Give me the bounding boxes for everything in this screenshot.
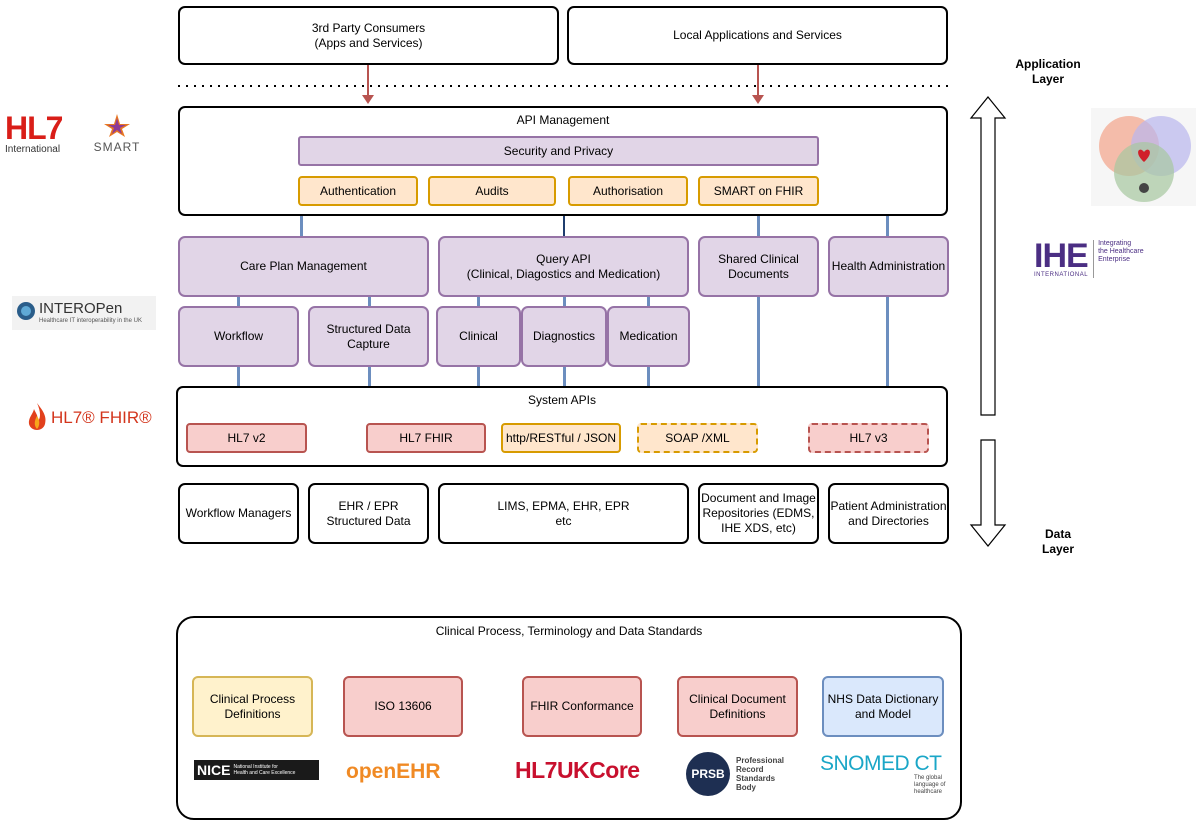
- smart-star-icon: [104, 114, 130, 137]
- connector: [300, 215, 303, 237]
- document-repositories-box: Document and Image Repositories (EDMS, I…: [698, 483, 819, 544]
- third-party-consumers-box: 3rd Party Consumers (Apps and Services): [178, 6, 559, 65]
- shared-clinical-documents-box: Shared Clinical Documents: [698, 236, 819, 297]
- clinical-document-definitions-box: Clinical Document Definitions: [677, 676, 798, 737]
- hl7-fhir-box: HL7 FHIR: [366, 423, 486, 453]
- venn-logo: [1091, 108, 1196, 206]
- audits-box: Audits: [428, 176, 556, 206]
- hl7-uk-core-logo: HL7UKCore: [515, 757, 640, 783]
- data-layer-label: Data Layer: [1041, 527, 1075, 556]
- query-api-box: Query API (Clinical, Diagostics and Medi…: [438, 236, 689, 297]
- medication-box: Medication: [607, 306, 690, 367]
- lims-epma-box: LIMS, EPMA, EHR, EPR etc: [438, 483, 689, 544]
- workflow-managers-box: Workflow Managers: [178, 483, 299, 544]
- care-plan-management-box: Care Plan Management: [178, 236, 429, 297]
- connector: [237, 366, 240, 388]
- health-administration-box: Health Administration: [828, 236, 949, 297]
- smart-logo: SMART: [84, 112, 150, 153]
- snomed-tagline: The global language of healthcare: [914, 775, 946, 795]
- soap-xml-box: SOAP /XML: [637, 423, 758, 453]
- ihe-logo: IHE INTERNATIONAL Integrating the Health…: [1034, 237, 1144, 278]
- iso-13606-box: ISO 13606: [343, 676, 463, 737]
- local-applications-box: Local Applications and Services: [567, 6, 948, 65]
- authorisation-box: Authorisation: [568, 176, 688, 206]
- hl7-v2-box: HL7 v2: [186, 423, 307, 453]
- standards-title: Clinical Process, Terminology and Data S…: [435, 624, 703, 638]
- hl7-international-logo: HL7 International: [5, 110, 63, 155]
- hl7-v3-box: HL7 v3: [808, 423, 929, 453]
- connector: [886, 296, 889, 388]
- connector: [757, 215, 760, 237]
- prsb-logo: PRSB Professional Record Standards Body: [686, 752, 784, 796]
- clinical-process-definitions-box: Clinical Process Definitions: [192, 676, 313, 737]
- connector: [563, 296, 566, 308]
- authentication-box: Authentication: [298, 176, 418, 206]
- patient-administration-box: Patient Administration and Directories: [828, 483, 949, 544]
- connector: [563, 215, 565, 237]
- nice-logo: NICE National Institute for Health and C…: [194, 760, 319, 780]
- ehr-epr-box: EHR / EPR Structured Data: [308, 483, 429, 544]
- openehr-logo: openEHR: [346, 760, 441, 783]
- hl7-fhir-logo: HL7® FHIR®: [25, 402, 152, 434]
- connector: [757, 296, 760, 388]
- smart-on-fhir-box: SMART on FHIR: [698, 176, 819, 206]
- interopen-globe-icon: [17, 302, 35, 320]
- connector: [886, 215, 889, 237]
- api-management-title: API Management: [516, 113, 610, 127]
- http-restful-json-box: http/RESTful / JSON: [501, 423, 621, 453]
- connector: [647, 366, 650, 388]
- workflow-box: Workflow: [178, 306, 299, 367]
- clinical-box: Clinical: [436, 306, 521, 367]
- connector: [477, 366, 480, 388]
- nhs-data-dictionary-box: NHS Data Dictionary and Model: [822, 676, 944, 737]
- interopen-logo: INTEROPen Healthcare IT interoperability…: [12, 296, 156, 330]
- security-privacy-box: Security and Privacy: [298, 136, 819, 166]
- snomed-ct-logo: SNOMED CT: [820, 752, 942, 775]
- venn-diagram-icon: [1099, 116, 1191, 202]
- structured-data-capture-box: Structured Data Capture: [308, 306, 429, 367]
- connector: [368, 366, 371, 388]
- connector: [477, 296, 480, 308]
- connector: [647, 296, 650, 308]
- connector: [237, 296, 240, 308]
- fhir-conformance-box: FHIR Conformance: [522, 676, 642, 737]
- application-layer-label: Application Layer: [1015, 57, 1081, 86]
- connector: [368, 296, 371, 308]
- connector: [563, 366, 566, 388]
- system-apis-title: System APIs: [527, 393, 597, 407]
- fhir-flame-icon: [28, 403, 46, 430]
- diagnostics-box: Diagnostics: [521, 306, 607, 367]
